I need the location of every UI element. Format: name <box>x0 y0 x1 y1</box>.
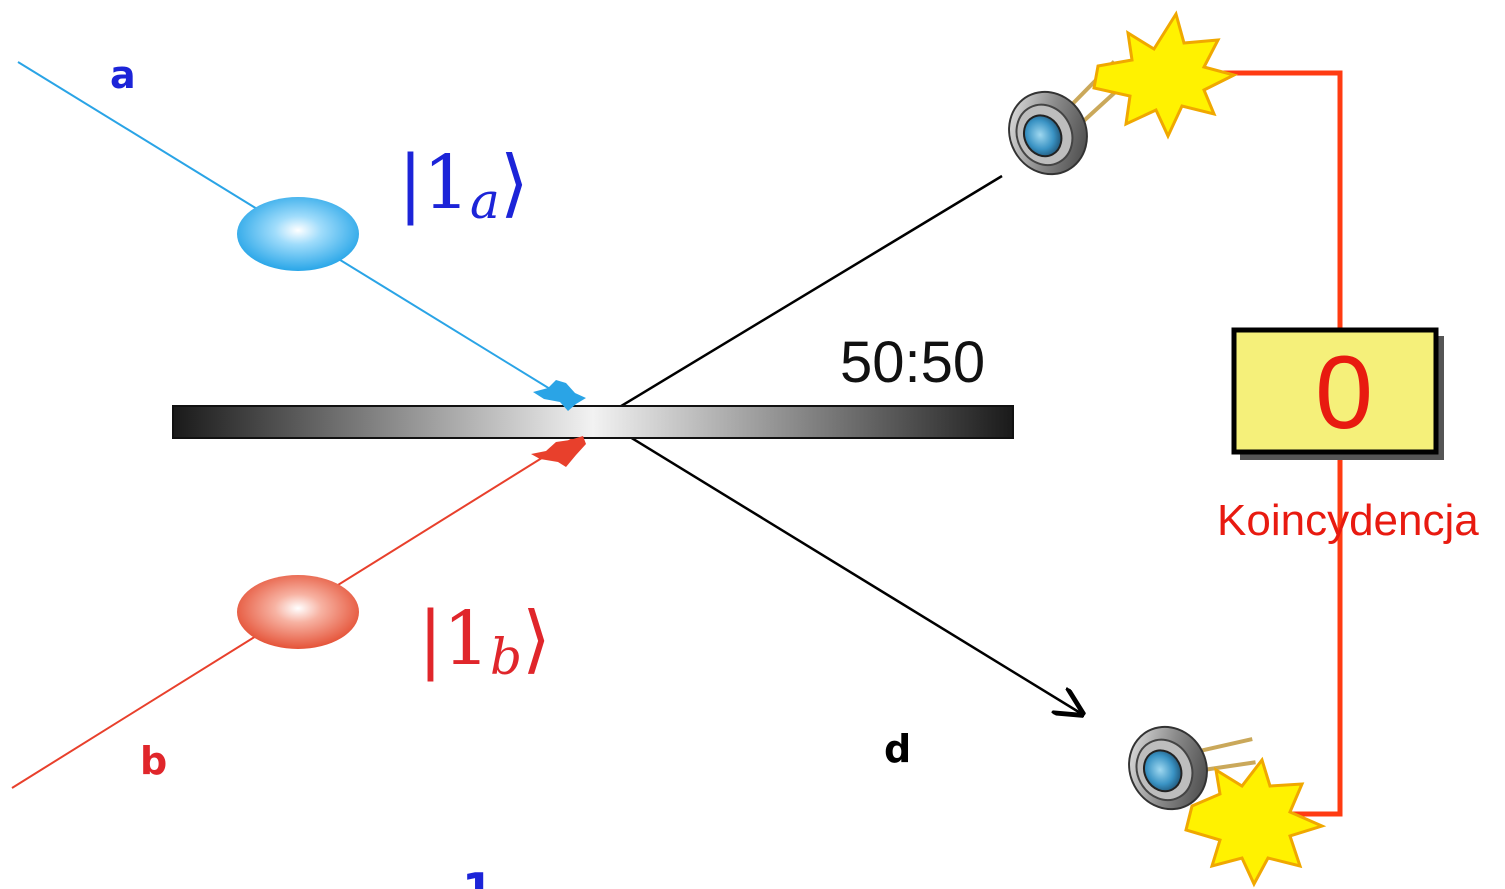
bottom-fragment: 1 <box>462 863 494 889</box>
state-a-label: |1a⟩ <box>398 140 529 230</box>
photon-a-blob <box>237 197 359 271</box>
photodetector-bottom <box>1128 725 1256 811</box>
port-a-label: a <box>110 53 136 97</box>
photodetector-icon <box>1022 114 1063 158</box>
counter-box <box>1231 327 1439 455</box>
beam-splitter <box>172 405 1014 439</box>
output-beam-d <box>611 424 1082 714</box>
state-b-label: |1b⟩ <box>418 596 551 686</box>
coincidence-wire-bottom <box>1290 455 1343 817</box>
counter-caption: Koincydencja <box>1217 496 1479 545</box>
counter-value: 0 <box>1315 335 1373 451</box>
flash-icon-bottom <box>1184 756 1327 888</box>
output-beam-c <box>597 174 1003 422</box>
coincidence-wire-top <box>1200 70 1343 332</box>
port-d-label: d <box>884 727 911 771</box>
photon-b-packet <box>531 436 586 467</box>
photon-b-blob <box>237 575 359 649</box>
splitter-ratio-label: 50:50 <box>840 330 985 395</box>
port-b-label: b <box>140 739 167 783</box>
photon-a-packet <box>533 380 586 411</box>
flash-icon-top <box>1092 10 1239 140</box>
